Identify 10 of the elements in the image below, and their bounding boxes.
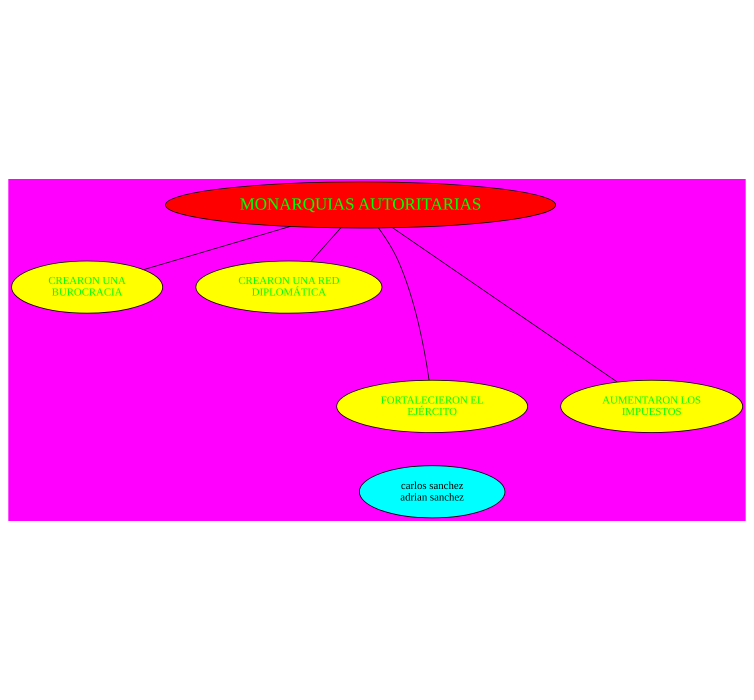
- connector: [310, 227, 342, 262]
- node-ellipse: FORTALECIERON EL EJÉRCITO: [336, 380, 528, 433]
- connector: [392, 227, 618, 382]
- node-ellipse: CREARON UNA RED DIPLOMÁTICA: [195, 260, 382, 314]
- node-ellipse: carlos sanchez adrian sanchez: [358, 465, 506, 518]
- connector: [143, 226, 291, 270]
- node-ellipse: CREARON UNA BUROCRACIA: [11, 260, 164, 314]
- node-ellipse: AUMENTARON LOS IMPUESTOS: [560, 380, 744, 433]
- node-ellipse: MONARQUIAS AUTORITARIAS: [165, 182, 556, 228]
- connector: [378, 228, 430, 381]
